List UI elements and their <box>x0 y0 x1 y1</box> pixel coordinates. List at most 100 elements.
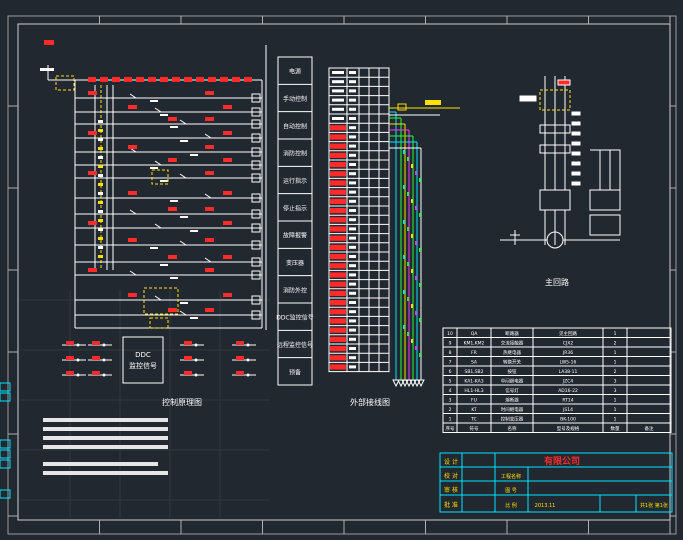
table-cell: QA <box>471 331 479 337</box>
arrow-down <box>401 379 409 388</box>
ddc-node <box>246 358 250 362</box>
terminal-number <box>349 337 356 341</box>
yellow-contact-mark <box>98 201 103 204</box>
red-label <box>128 293 137 297</box>
bus-red-label <box>124 77 132 82</box>
table-cell: 8 <box>449 350 452 356</box>
side-label: 手动控制 <box>283 95 307 103</box>
terminal-red-cell <box>330 171 346 177</box>
terminal-number <box>349 273 356 277</box>
table-cell: 3 <box>614 379 617 385</box>
terminal-number <box>349 89 356 93</box>
delta-wire <box>590 149 601 190</box>
contact <box>179 119 187 125</box>
side-label: 远程监控信号 <box>277 341 313 349</box>
terminal-tag <box>571 111 581 116</box>
arrow-down <box>397 379 405 388</box>
red-label <box>205 145 214 149</box>
ddc-red-label <box>92 371 100 375</box>
table-cell: KT <box>471 407 477 413</box>
table-cell: BK-100 <box>560 417 576 423</box>
white-label <box>190 317 198 319</box>
bus-red-label <box>232 77 240 82</box>
terminal-number <box>349 264 356 268</box>
table-cell: 时间继电器 <box>501 406 524 413</box>
terminal-tag <box>571 141 581 146</box>
table-cell: 1 <box>614 407 617 413</box>
terminal-strip <box>328 67 390 373</box>
ddc-node <box>102 343 106 347</box>
wire-marker <box>411 269 413 273</box>
coil <box>251 270 261 280</box>
terminal-white-cell <box>332 117 344 120</box>
red-label <box>205 171 214 175</box>
ddc-node <box>76 358 80 362</box>
table-cell: 1 <box>614 360 617 366</box>
table-header: 序号 <box>446 425 455 432</box>
bus-red-label <box>112 77 120 82</box>
ddc-red-label <box>92 341 100 345</box>
red-label <box>168 207 177 211</box>
table-cell: HL1-HL3 <box>464 388 483 394</box>
coil <box>251 209 261 219</box>
thermal-relay <box>539 189 571 211</box>
white-label <box>170 126 178 128</box>
yellow-contact-mark <box>98 237 103 240</box>
terminal-red-cell <box>330 198 346 204</box>
yellow-feed-label <box>425 100 441 105</box>
ddc-red-label <box>236 341 244 345</box>
terminal-tag <box>571 151 581 156</box>
delta-wire <box>610 149 621 190</box>
yellow-dashed-boxes <box>55 75 179 329</box>
red-label <box>223 221 232 225</box>
terminal-red-cell <box>330 336 346 342</box>
contact <box>154 107 162 113</box>
ddc-node <box>76 373 80 377</box>
yellow-contact-mark <box>98 120 103 123</box>
contact <box>129 209 137 215</box>
coil <box>251 223 261 233</box>
red-label <box>223 158 232 162</box>
yellow-contact-mark <box>98 147 103 150</box>
red-label <box>168 308 177 312</box>
tb-project: 工程名称 <box>501 473 521 480</box>
terminal-red-cell <box>330 226 346 232</box>
terminal-tag <box>571 181 581 186</box>
ddc-node <box>102 358 106 362</box>
table-cell: 熔断器 <box>505 397 519 404</box>
terminal-number <box>349 181 356 185</box>
terminal-number <box>349 245 356 249</box>
contact <box>204 257 212 263</box>
table-header: 名称 <box>508 425 517 432</box>
bus-red-label <box>184 77 192 82</box>
terminal-tag <box>571 131 581 136</box>
wire-marker <box>403 255 405 259</box>
ddc-node <box>76 343 80 347</box>
table-cell: 7 <box>449 360 452 366</box>
yellow-contact-mark <box>98 165 103 168</box>
contactor <box>539 144 571 154</box>
control-rungs <box>75 93 262 320</box>
terminal-number <box>349 328 356 332</box>
table-header: 数量 <box>611 425 620 432</box>
terminal-red-cell <box>330 254 346 260</box>
coil <box>251 133 261 143</box>
terminal-white-cell <box>332 71 344 74</box>
contact <box>179 173 187 179</box>
wire-marker <box>403 185 405 189</box>
tb-date: 2013.11 <box>535 503 556 509</box>
ddc-node <box>102 373 106 377</box>
white-label <box>170 200 178 202</box>
table-cell: 控制变压器 <box>501 416 524 423</box>
terminal-number <box>349 319 356 323</box>
background-grid <box>20 290 270 518</box>
red-label <box>168 117 177 121</box>
ddc-block: DDC 监控信号 <box>122 336 164 384</box>
table-cell: 5 <box>449 379 452 385</box>
wire-marker <box>407 332 409 336</box>
terminal-red-cell <box>330 244 346 250</box>
table-cell: 2 <box>614 341 617 347</box>
bus-red-label <box>136 77 144 82</box>
bus-red-label <box>196 77 204 82</box>
wire-marker <box>407 157 409 161</box>
